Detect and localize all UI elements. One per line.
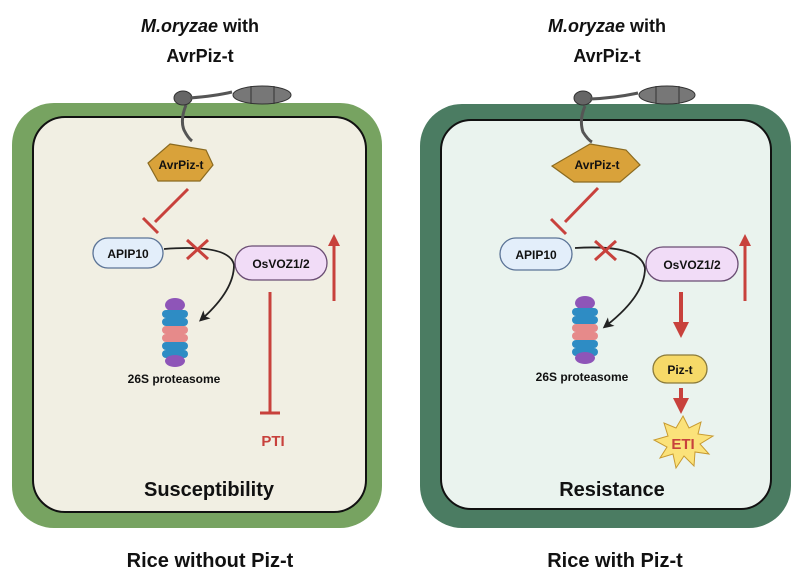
inhibit-bar	[141, 216, 160, 235]
panel-left-title: M.oryzae with	[141, 16, 259, 36]
apip10-node	[92, 237, 164, 269]
panel-left-caption: Rice without Piz-t	[127, 550, 294, 572]
osvoz-label: OsVOZ1/2	[252, 257, 310, 271]
outcome-label: Resistance	[559, 479, 665, 501]
effector-label: AvrPiz-t	[575, 158, 620, 172]
inhibit-bar	[549, 217, 568, 236]
blocked-x-icon	[185, 238, 210, 261]
inhibit-line	[563, 186, 600, 224]
fungus-icon	[573, 85, 696, 144]
proteasome-label: 26S proteasome	[128, 372, 221, 386]
panel-right-title: M.oryzae with	[548, 16, 666, 36]
proteasome-icon	[572, 296, 598, 364]
eti-label: ETI	[671, 436, 694, 453]
pizt-node	[652, 354, 708, 384]
inhibit-line	[153, 187, 190, 224]
pti-label: PTI	[261, 433, 284, 450]
effector-label: AvrPiz-t	[159, 158, 204, 172]
effector-shape	[550, 143, 641, 183]
fungus-icon	[173, 85, 292, 143]
proteasome-label: 26S proteasome	[536, 370, 629, 384]
effector-shape	[147, 143, 214, 182]
panel-right-caption: Rice with Piz-t	[547, 550, 683, 572]
osvoz-node	[234, 245, 328, 281]
apip10-label: APIP10	[515, 248, 557, 262]
osvoz-label: OsVOZ1/2	[663, 258, 721, 272]
apip10-label: APIP10	[107, 247, 149, 261]
apip10-node	[499, 237, 573, 271]
panel-right: M.oryzae with AvrPiz-t AvrPiz-t APIP10 O…	[420, 16, 791, 572]
panel-left: M.oryzae with AvrPiz-t AvrPiz-t APIP10	[12, 16, 382, 572]
outcome-label: Susceptibility	[144, 479, 275, 501]
eti-burst-icon	[652, 414, 715, 470]
osvoz-node	[645, 246, 739, 282]
proteasome-icon	[162, 298, 188, 367]
panel-right-title-line2: AvrPiz-t	[573, 46, 640, 66]
panel-left-title-line2: AvrPiz-t	[166, 46, 233, 66]
blocked-x-icon	[593, 239, 618, 262]
pizt-label: Piz-t	[667, 363, 692, 377]
